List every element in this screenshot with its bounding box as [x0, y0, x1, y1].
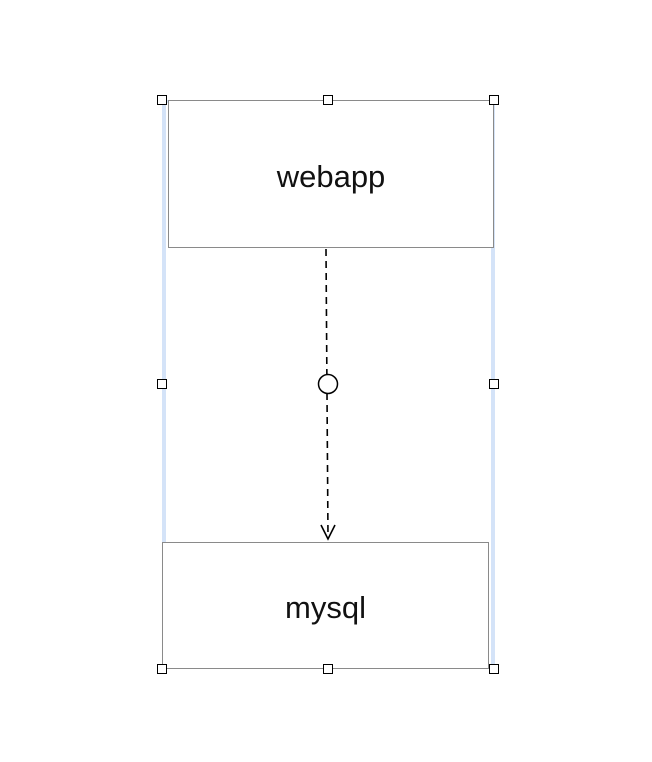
resize-handle-bottom-left[interactable] [157, 664, 167, 674]
node-webapp-label: webapp [276, 158, 386, 194]
node-webapp[interactable]: webapp [168, 100, 494, 248]
node-mysql-label: mysql [285, 590, 366, 625]
resize-handle-middle-left[interactable] [157, 379, 167, 389]
resize-handle-bottom-center[interactable] [323, 664, 333, 674]
resize-handle-top-right[interactable] [489, 95, 499, 105]
node-mysql[interactable]: mysql [162, 542, 489, 669]
resize-handle-top-center[interactable] [323, 95, 333, 105]
resize-handle-middle-right[interactable] [489, 379, 499, 389]
resize-handle-top-left[interactable] [157, 95, 167, 105]
resize-handle-bottom-right[interactable] [489, 664, 499, 674]
